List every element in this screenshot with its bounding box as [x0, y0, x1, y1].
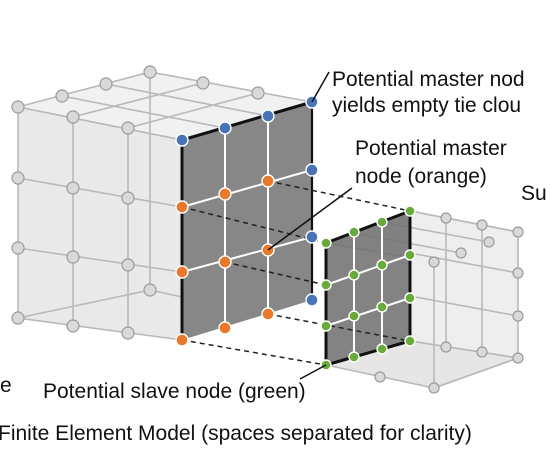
- slave-green-nodes: [320, 205, 416, 371]
- label-left-partial: e: [0, 374, 12, 397]
- master-block: [11, 65, 314, 341]
- label-master-orange-line1: Potential master: [355, 137, 507, 160]
- slave-block: [323, 208, 524, 394]
- label-right-partial: Su: [521, 182, 547, 205]
- figure-caption: Finite Element Model (spaces separated f…: [0, 422, 472, 445]
- master-contact-face: [182, 102, 312, 340]
- master-block-front-left-face: [17, 106, 183, 341]
- label-master-empty-line2: yields empty tie clou: [332, 94, 521, 117]
- label-master-empty-line1: Potential master nod: [332, 68, 525, 91]
- leader-green: [299, 364, 327, 380]
- master-contact-face-inner-grid: [181, 116, 313, 328]
- slave-contact-face: [326, 211, 410, 365]
- slave-contact-face-inner-grid: [325, 222, 411, 357]
- slave-block-gray-nodes: [374, 212, 524, 394]
- master-block-gray-nodes: [11, 65, 265, 340]
- leader-lines: [267, 71, 353, 380]
- label-slave-green: Potential slave node (green): [43, 380, 306, 403]
- leader-empty-tie: [311, 71, 330, 103]
- label-master-orange-line2: node (orange): [355, 165, 487, 188]
- slave-block-front-face: [409, 210, 519, 359]
- leader-orange: [267, 187, 353, 251]
- projection-lines: [181, 180, 411, 366]
